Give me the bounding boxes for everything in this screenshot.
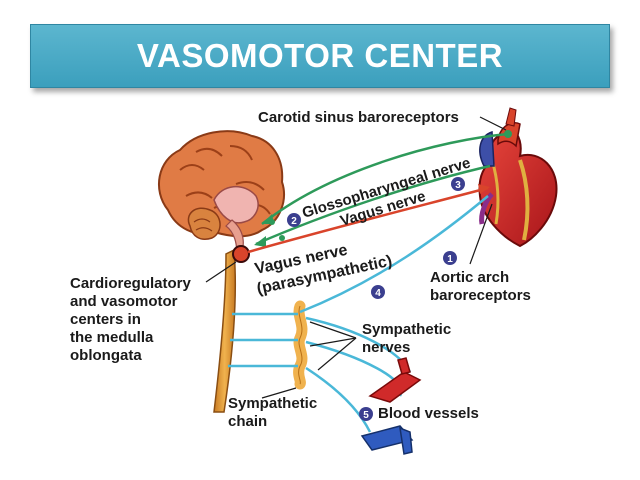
cardioregulatory-label-line1: Cardioregulatory xyxy=(70,275,192,292)
sympathetic-chain-label-line1: Sympathetic xyxy=(228,395,317,412)
step-badge-5: 5 xyxy=(359,407,373,421)
spinal-cord xyxy=(213,248,237,413)
sympathetic-chain-label-line2: chain xyxy=(228,413,267,430)
step-badge-2: 2 xyxy=(287,213,301,227)
cardioregulatory-label-line4: the medulla xyxy=(70,329,154,346)
vagus-parasympathetic-path xyxy=(247,184,490,254)
page-title: VASOMOTOR CENTER xyxy=(136,37,504,74)
vagus-sensory-path xyxy=(254,164,491,247)
cardioregulatory-label-line5: oblongata xyxy=(70,347,142,364)
step-badge-1: 1 xyxy=(443,251,457,265)
leader-lines xyxy=(205,116,507,399)
carotid-receptor-dot xyxy=(504,130,512,138)
aortic-arch-label-line2: baroreceptors xyxy=(430,287,531,304)
blood-vessels-label: Blood vessels xyxy=(378,405,479,422)
step-badge-3: 3 xyxy=(451,177,465,191)
sympathetic-nerves-label-line2: nerves xyxy=(362,339,410,356)
aortic-arch-label-line1: Aortic arch xyxy=(430,269,509,286)
cardioregulatory-label-line3: centers in xyxy=(70,311,141,328)
title-banner: VASOMOTOR CENTER xyxy=(30,24,610,88)
blood-vessel-artery xyxy=(368,357,422,403)
sympathetic-nerves-label-line1: Sympathetic xyxy=(362,321,451,338)
aortic-sensory-path xyxy=(299,195,489,314)
carotid-sinus-label: Carotid sinus baroreceptors xyxy=(258,109,459,126)
brain-illustration xyxy=(158,130,285,257)
cardioregulatory-label-line2: and vasomotor xyxy=(70,293,178,310)
heart-illustration xyxy=(478,107,558,248)
svg-text:4: 4 xyxy=(375,288,381,299)
svg-text:5: 5 xyxy=(363,410,369,421)
step-badge-4: 4 xyxy=(371,285,385,299)
svg-text:1: 1 xyxy=(447,254,453,265)
blood-vessel-vein xyxy=(360,425,414,455)
medulla-center-marker xyxy=(232,245,250,263)
svg-text:2: 2 xyxy=(291,216,297,227)
svg-text:3: 3 xyxy=(455,180,461,191)
